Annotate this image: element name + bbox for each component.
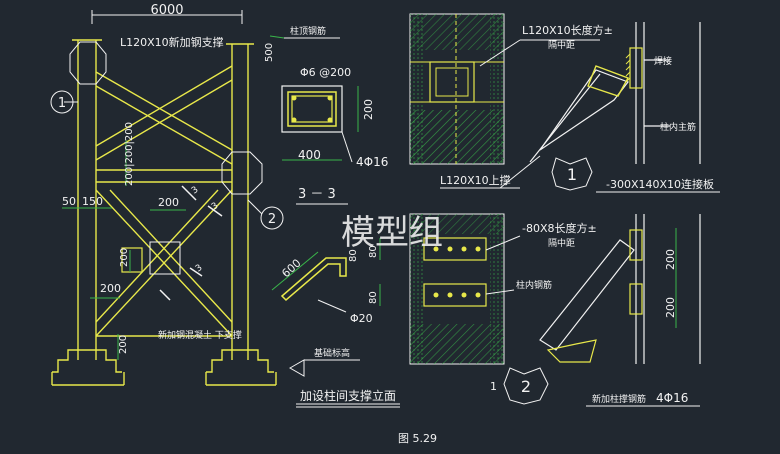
col-dim-200: 200: [362, 99, 375, 120]
left-elevation: [51, 10, 277, 386]
detail-2-plate: -80X8长度方±: [522, 221, 597, 235]
detail-1-octagon: [551, 157, 593, 191]
dim-top-width: 6000: [150, 3, 183, 18]
col-dim-500: 500: [264, 43, 275, 62]
brace-label: L120X10新加钢支撑: [120, 35, 224, 49]
col-rebar: 4Φ16: [356, 155, 388, 169]
dim-200-d: 200: [118, 335, 129, 354]
dim-200-a: 200: [158, 196, 179, 209]
callout-2-circle: [260, 206, 284, 230]
section-33-title: 3 － 3: [298, 187, 336, 202]
section-mark-3b: 3: [210, 201, 220, 212]
dim-200-b: 200: [119, 248, 130, 267]
detail-bottom: 80 80 -80X8长度方± 隔中距 柱内钢筋: [368, 213, 597, 365]
elevation-title: 加设柱间支撑立面: [300, 388, 396, 403]
dim-150: 150: [82, 195, 103, 208]
col-dim-400: 400: [298, 148, 321, 162]
col-hoop: Φ6 @200: [300, 66, 351, 79]
detail-top-bottom: L120X10上撑: [440, 173, 511, 187]
detail-2-left-num: 1: [490, 380, 497, 393]
detail-1-rebar: 柱内主筋: [660, 121, 696, 133]
section-mark-3c: 3: [194, 263, 204, 274]
elevation-dim-ticks: [62, 140, 186, 360]
detail-1-number: 1: [567, 165, 577, 184]
detail-2-number: 2: [521, 377, 531, 396]
lower-brace-caption: 新加钢混凝土 下支撑: [158, 329, 242, 341]
detail-2-dim-80b: 80: [368, 291, 379, 304]
detail-2-bottom-label: 新加柱撑钢筋: [592, 393, 646, 405]
detail-2-sub: 隔中距: [548, 237, 575, 249]
detail-top-angle: L120X10长度方±: [522, 23, 613, 37]
watermark: 模型组: [341, 213, 443, 253]
base-arrow-icon: [288, 359, 305, 377]
section-marks: [159, 185, 223, 301]
dim-200-stack: 200|200|200: [124, 122, 135, 186]
callout-1: 1: [58, 96, 66, 111]
section-33-dia: Φ20: [350, 312, 373, 325]
column-section: 柱顶钢筋 500 Φ6 @200 200 400 4Φ16: [264, 25, 388, 169]
detail-1-plate: -300X140X10连接板: [606, 177, 714, 191]
callout-2: 2: [268, 212, 276, 227]
detail-2-dim-200a: 200: [664, 249, 677, 270]
detail-2-dim-80a: 80: [368, 245, 379, 258]
detail-top-sub: 隔中距: [548, 39, 575, 51]
section-33-dim-80: 80: [348, 249, 359, 262]
detail-top: L120X10长度方± 隔中距 L120X10上撑: [409, 13, 613, 189]
callout-1-circle: [50, 90, 74, 114]
detail-2-dim-200b: 200: [664, 297, 677, 318]
col-top-label: 柱顶钢筋: [290, 25, 326, 37]
detail-2-octagon: [503, 367, 549, 405]
detail-1-weld-ticks: [625, 53, 631, 83]
section-3-3: 3 － 3 600 80 Φ20: [271, 187, 373, 325]
dim-200-c: 200: [100, 282, 121, 295]
detail-2-rebar: 4Φ16: [656, 391, 688, 405]
detail-1-weld: 焊接: [654, 55, 672, 67]
dim-50: 50: [62, 195, 76, 208]
detail-2-inner-rebar: 柱内钢筋: [516, 279, 552, 291]
section-mark-3a: 3: [190, 185, 200, 196]
detail-2-bracket: [539, 214, 701, 364]
base-label: 基础标高: [314, 347, 350, 359]
figure-number: 图 5.29: [398, 432, 437, 445]
section-33-dim-600: 600: [279, 257, 303, 281]
detail-1-bracket: [529, 22, 701, 164]
